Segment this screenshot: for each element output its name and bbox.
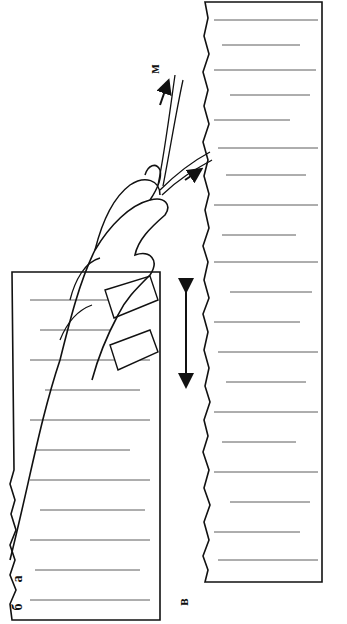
- paper-sheet: [10, 272, 160, 620]
- figure-letter: б: [11, 604, 25, 611]
- paper-sheet: [203, 2, 322, 582]
- motion-arrow: [185, 170, 200, 180]
- motion-arrow: [160, 82, 168, 105]
- hand-outline: [10, 199, 168, 560]
- tape-piece: [105, 276, 158, 318]
- hand-finger: [60, 258, 100, 340]
- tape-piece: [110, 330, 158, 370]
- figure-letter: м: [148, 64, 162, 74]
- paper-strip: [158, 75, 183, 186]
- figure-letter: а: [11, 576, 25, 583]
- paper-hatching: [214, 20, 318, 560]
- double-arrow: [185, 290, 187, 385]
- paper-strip: [160, 152, 212, 195]
- hand-finger: [95, 180, 160, 250]
- figure-letter: в: [177, 598, 191, 606]
